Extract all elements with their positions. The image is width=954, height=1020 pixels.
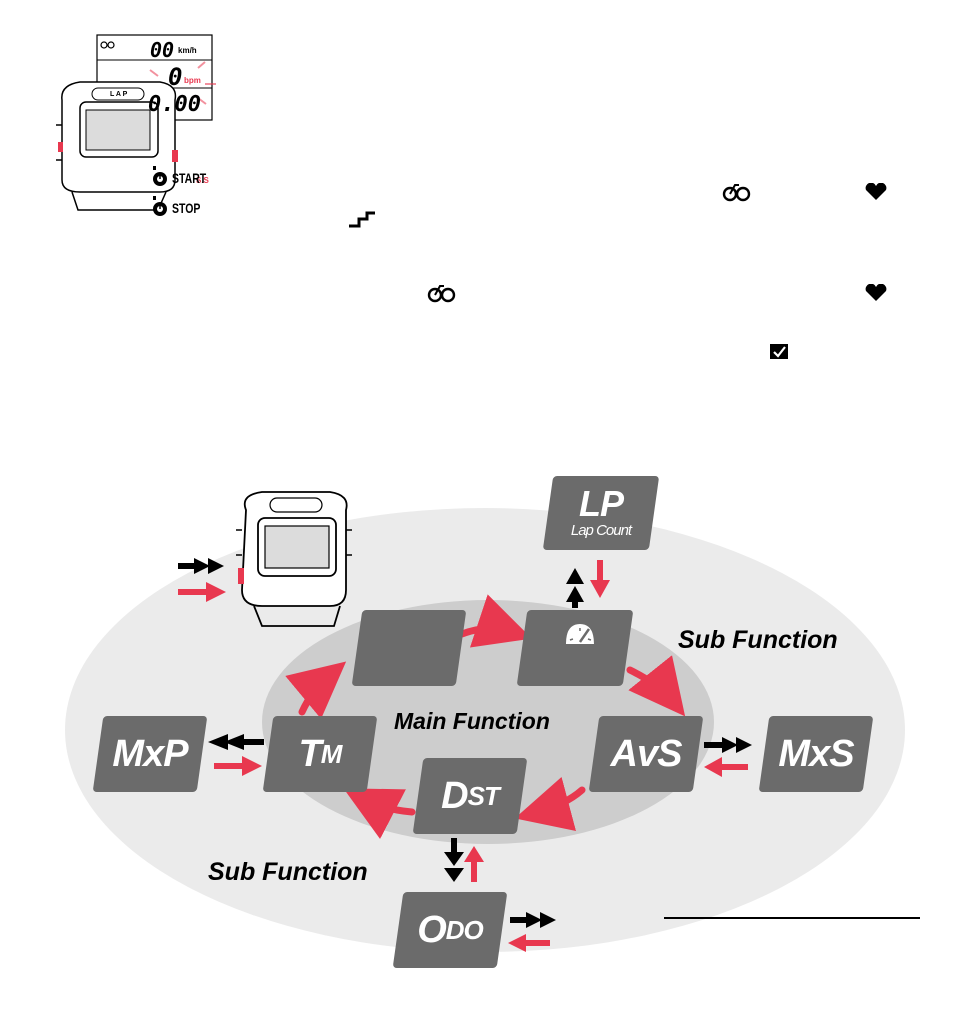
hr-value: 0 <box>168 63 183 91</box>
stopwatch-icon <box>153 166 167 186</box>
stair-icon <box>349 211 375 228</box>
lcd-panel-svg <box>56 34 216 211</box>
hr-unit: bpm <box>184 76 201 85</box>
tile-blank[interactable] <box>351 610 467 686</box>
start-label: START <box>172 170 207 186</box>
bicycle-icon <box>100 41 115 49</box>
tile-odo-first: O <box>417 908 446 951</box>
odo-right-arrows <box>508 912 556 952</box>
tile-lp-label: LP <box>578 483 623 524</box>
tile-tm-first: T <box>298 732 321 775</box>
watch-entry-arrows <box>178 558 226 602</box>
bicycle-icon <box>427 285 456 303</box>
mxs-arrows <box>704 737 752 777</box>
tile-mxs-label: MxS <box>778 732 854 775</box>
sub-function-label-bottom: Sub Function <box>208 858 368 886</box>
tile-mxp[interactable]: MxP <box>92 716 208 792</box>
speed-unit: km/h <box>178 46 197 55</box>
watch-icon <box>236 491 352 627</box>
ss-label: S.S <box>196 176 209 185</box>
odo-arrows <box>444 838 484 882</box>
tile-lp-caption: Lap Count <box>570 522 632 539</box>
bicycle-icon <box>722 184 751 202</box>
sub-function-label-top: Sub Function <box>678 626 838 654</box>
speedometer-icon <box>565 624 594 644</box>
lcd-figure: 00 km/h 0 bpm 0.00 L A P S.S <box>50 30 230 230</box>
tile-odo-rest: DO <box>445 914 483 945</box>
tile-mxs[interactable]: MxS <box>758 716 874 792</box>
heart-icon <box>865 183 887 200</box>
tile-dst-first: D <box>441 774 468 817</box>
main-function-label: Main Function <box>394 708 550 734</box>
lap-button-label: L A P <box>110 91 128 98</box>
lp-up-arrows <box>566 568 584 608</box>
tile-avs-label: AvS <box>610 732 682 775</box>
tile-speed[interactable] <box>516 610 634 686</box>
stopwatch-icon <box>153 196 167 216</box>
tile-lp[interactable]: LP Lap Count <box>542 476 660 550</box>
heart-icon <box>865 284 887 301</box>
speed-value: 00 <box>150 38 175 62</box>
lp-down-arrow <box>590 560 610 598</box>
stop-label: STOP <box>172 200 201 216</box>
main-cycle-arrows <box>285 594 686 840</box>
tile-tm-rest: M <box>320 738 342 769</box>
tile-dst-rest: ST <box>467 780 499 811</box>
tile-avs[interactable]: AvS <box>588 716 704 792</box>
tile-mxp-label: MxP <box>112 732 188 775</box>
time-value: 0.00 <box>148 92 201 117</box>
mxp-arrows <box>208 734 264 776</box>
calendar-check-icon <box>770 344 788 359</box>
watch-icon <box>56 81 178 211</box>
